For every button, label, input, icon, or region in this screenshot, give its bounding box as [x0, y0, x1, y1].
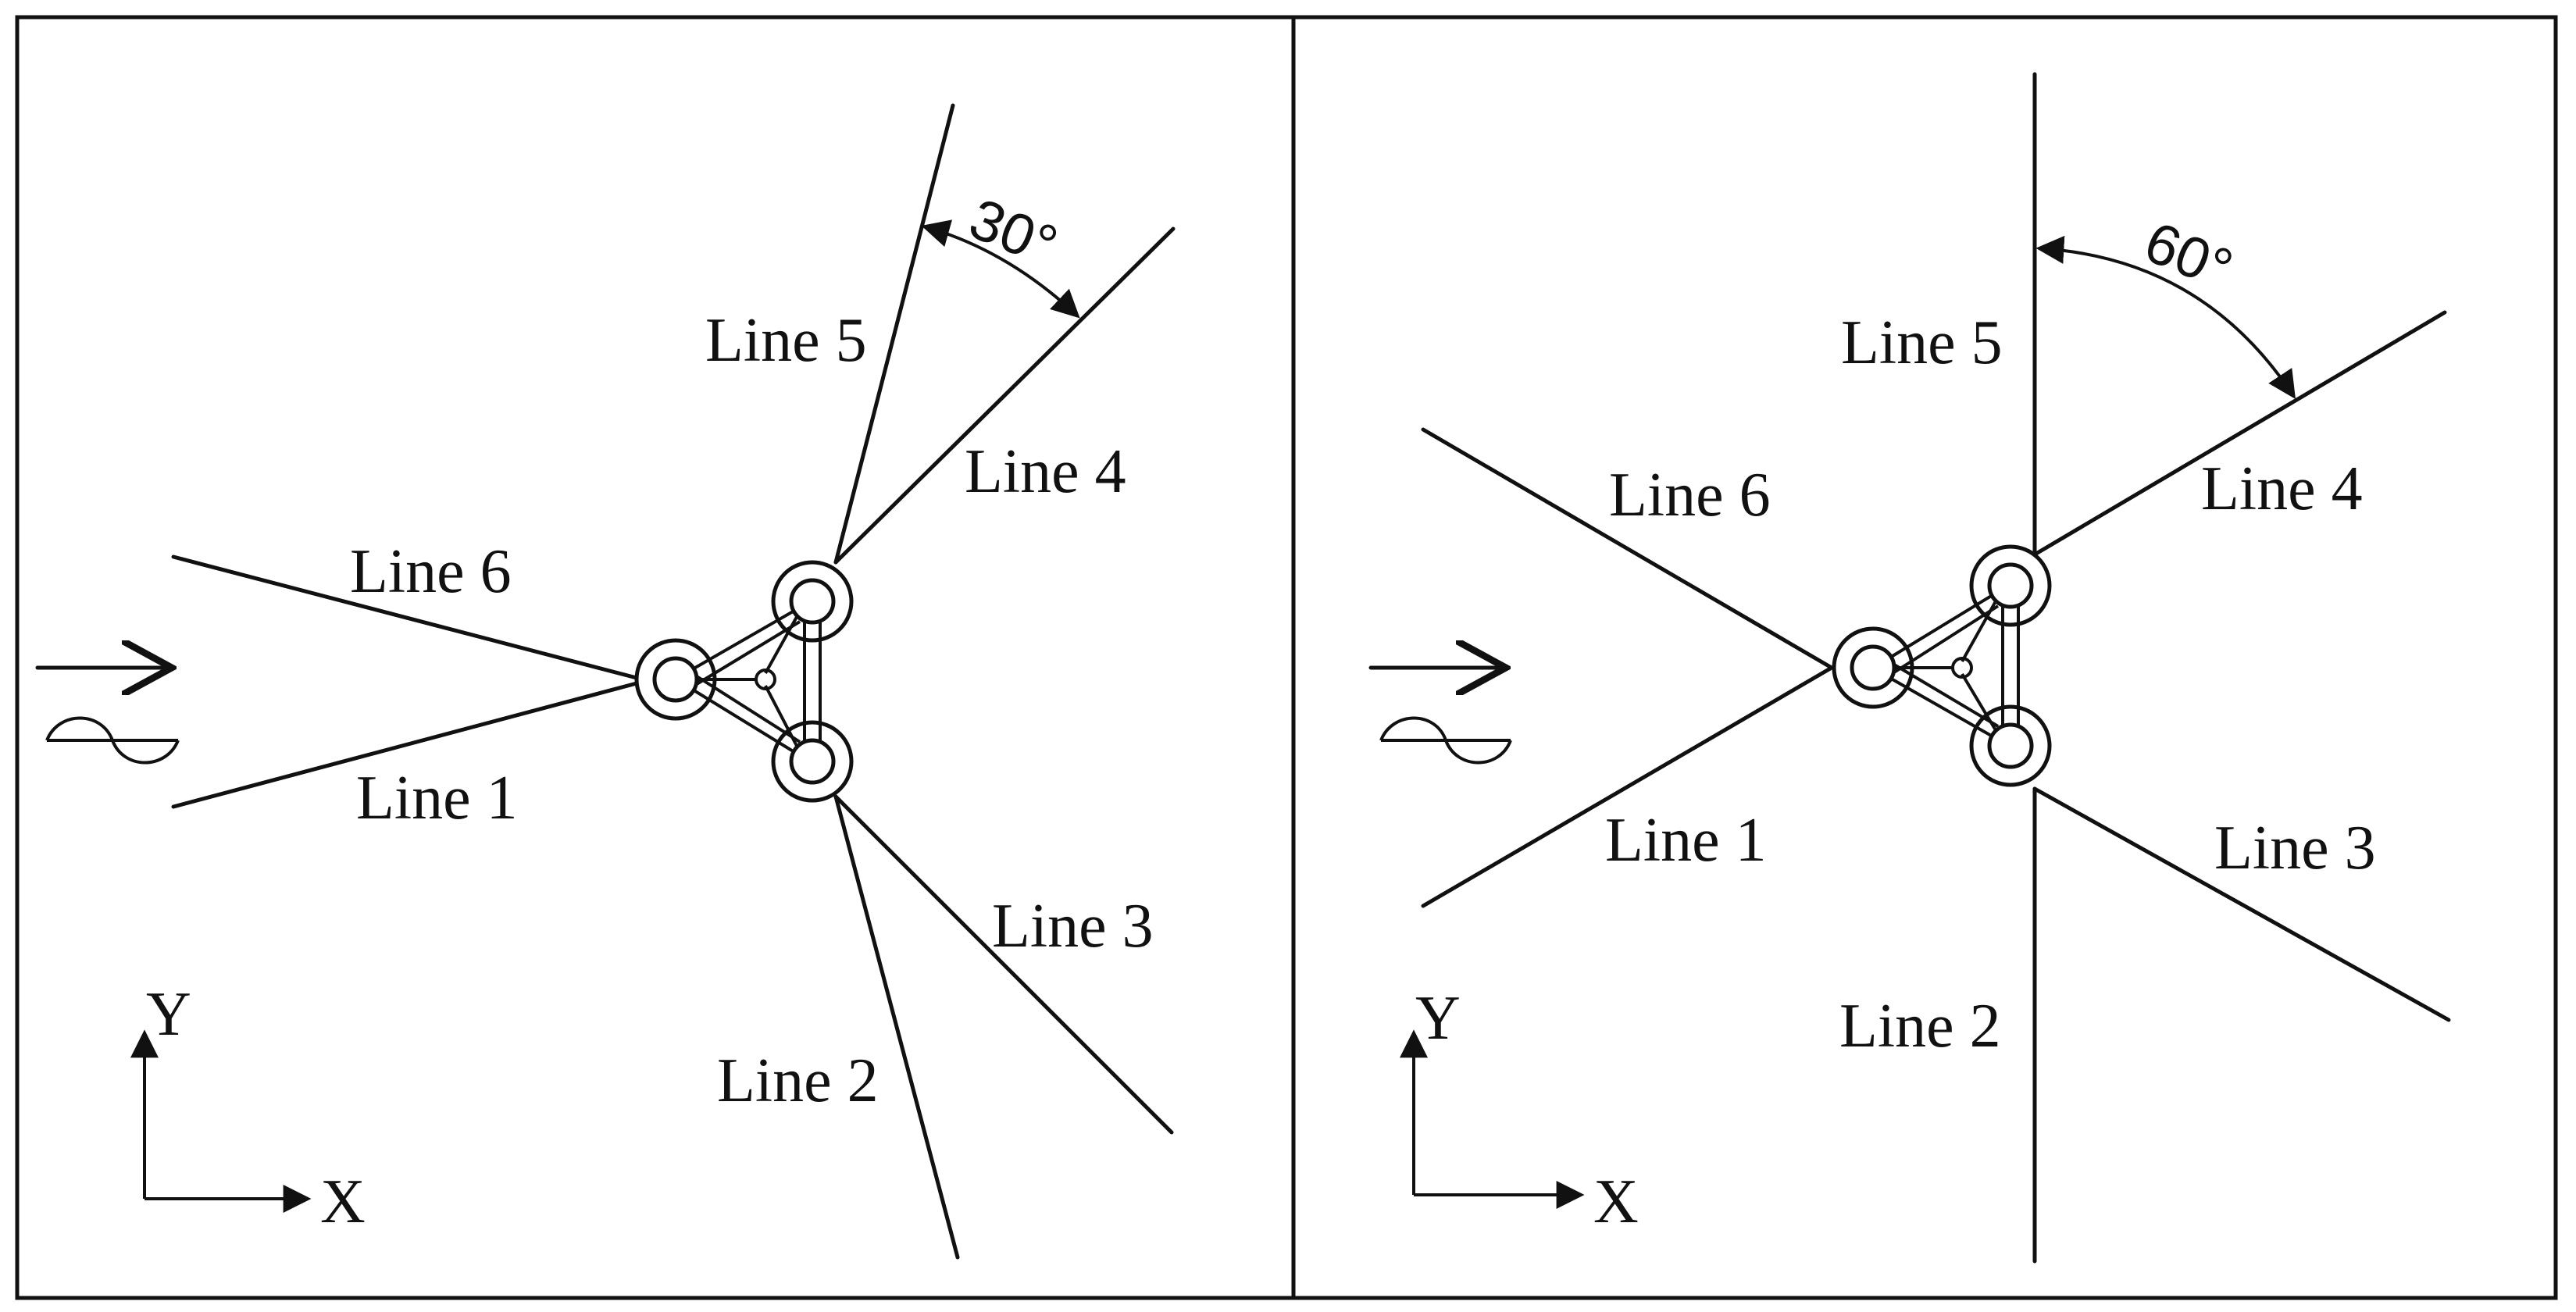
angle-label: 30°	[961, 186, 1066, 279]
mooring-line-3	[833, 794, 1174, 1135]
wave-symbol-icon	[45, 716, 180, 765]
mooring-line-1	[1421, 665, 1834, 908]
line-2-label: Line 2	[717, 1046, 879, 1115]
angle-arc	[2035, 235, 2296, 400]
floating-platform-icon	[1832, 544, 2052, 787]
x-axis-label: X	[320, 1168, 366, 1236]
panel-right: 60° Line 6 Line 1 Line 5 Line 4 Line 3 L…	[1368, 72, 2451, 1264]
panel-left: 30° Line 6 Line 1 Line 5 Line 4 Line 3 L…	[35, 103, 1176, 1260]
line-2-label: Line 2	[1839, 992, 2001, 1061]
mooring-line-2	[833, 794, 960, 1260]
line-5-label: Line 5	[705, 306, 867, 375]
line-6-label: Line 6	[1609, 461, 1771, 529]
y-axis-label: Y	[1415, 984, 1461, 1053]
floating-platform-icon	[634, 560, 854, 803]
angle-label: 60°	[2136, 209, 2242, 302]
mooring-line-6	[1421, 427, 1834, 670]
line-3-label: Line 3	[992, 892, 1154, 961]
mooring-line-6	[171, 554, 639, 680]
line-1-label: Line 1	[1605, 806, 1767, 875]
mooring-line-3	[2032, 786, 2451, 1022]
mooring-line-1	[171, 681, 639, 809]
mooring-line-4	[833, 226, 1176, 565]
figure-border	[15, 15, 2558, 1300]
line-4-label: Line 4	[965, 437, 1126, 506]
y-axis-label: Y	[146, 980, 191, 1049]
angle-arc	[921, 219, 1080, 319]
line-4-label: Line 4	[2201, 455, 2363, 523]
line-5-label: Line 5	[1841, 308, 2003, 377]
line-1-label: Line 1	[356, 764, 518, 832]
x-axis-label: X	[1593, 1168, 1639, 1236]
mooring-line-5	[833, 103, 955, 565]
line-3-label: Line 3	[2214, 814, 2376, 882]
wave-symbol-icon	[1379, 716, 1512, 765]
mooring-line-4	[2032, 310, 2447, 557]
line-6-label: Line 6	[350, 537, 512, 606]
